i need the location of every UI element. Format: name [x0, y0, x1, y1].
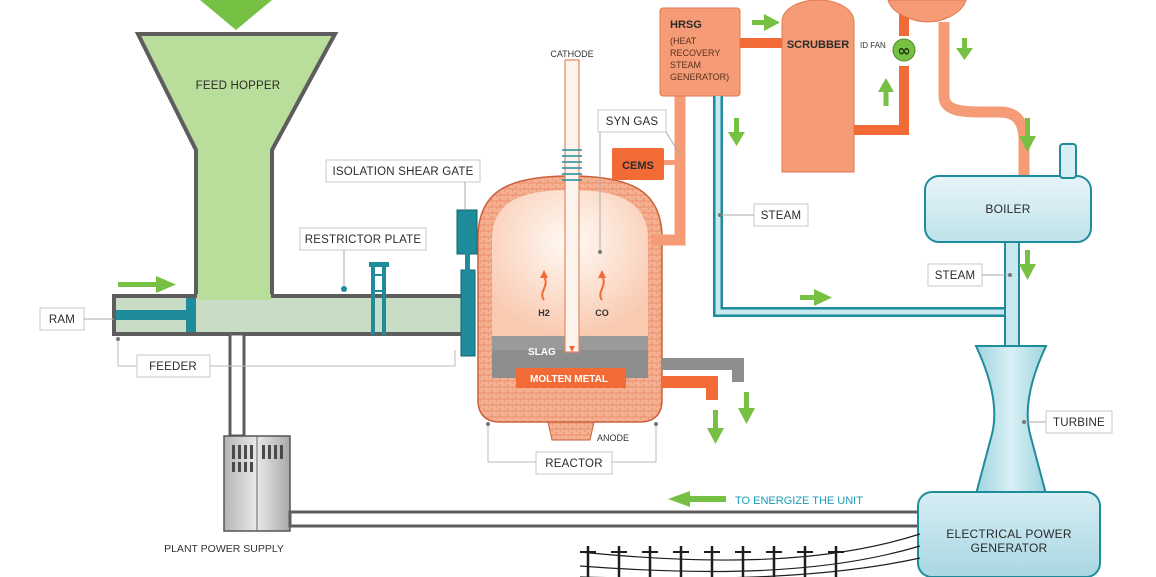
feed-hopper	[134, 32, 339, 300]
turbine-label: TURBINE	[1053, 417, 1105, 429]
transmission-lines	[579, 533, 921, 577]
scrubber-exhaust-pipe	[854, 0, 909, 135]
power-line-vertical	[228, 332, 246, 438]
boiler-down-arrow	[1019, 250, 1036, 280]
top-right-vessel	[887, 0, 967, 23]
top-green-arrow	[200, 0, 272, 30]
anode-label: ANODE	[597, 433, 629, 443]
id-fan-label: ID FAN	[860, 41, 886, 50]
syn-gas-callout	[597, 109, 681, 254]
steam-line-hrsg	[713, 96, 1012, 317]
steam-callout-1	[718, 203, 809, 227]
turbine-unit	[974, 345, 1048, 495]
hrsg-line-2: RECOVERY	[670, 48, 720, 58]
molten-metal-label: MOLTEN METAL	[530, 374, 608, 385]
id-fan-icon: ∞	[897, 41, 910, 60]
ram-inlet-arrow	[118, 276, 176, 293]
exhaust-up-arrow	[878, 78, 894, 106]
hrsg-line-1: (HEAT	[670, 36, 697, 46]
isolation-shear-gate-callout	[325, 159, 481, 210]
restrictor-plate-label: RESTRICTOR PLATE	[305, 234, 422, 246]
isolation-shear-gate	[456, 209, 478, 357]
steam-line-boiler	[1004, 241, 1020, 353]
co-rise-arrow	[598, 270, 606, 301]
scrubber-label: SCRUBBER	[787, 39, 849, 51]
cems-label: CEMS	[622, 160, 654, 172]
id-fan	[892, 38, 916, 62]
steam-callout-2	[927, 263, 1012, 287]
ram-plunger	[116, 298, 196, 332]
syngas-pipe	[652, 96, 686, 246]
ram-callout	[39, 307, 114, 331]
slag-tap-pipe	[662, 358, 744, 382]
reactor-label: REACTOR	[545, 458, 602, 470]
restrictor-plate	[369, 262, 389, 335]
hrsg-to-scrubber-pipe	[740, 38, 784, 48]
generator-label-line-2: GENERATOR	[971, 541, 1048, 555]
feeder-label: FEEDER	[149, 361, 197, 373]
ram-label: RAM	[49, 314, 75, 326]
hrsg-line-3: STEAM	[670, 60, 701, 70]
steam-label-1: STEAM	[761, 210, 802, 222]
feeder-callout	[116, 337, 456, 378]
scrubber-down-arrow	[728, 118, 745, 146]
hrsg-title: HRSG	[670, 19, 702, 31]
tap-down-arrows	[707, 392, 755, 444]
restrictor-plate-callout	[299, 227, 427, 292]
steam-label-2: STEAM	[935, 270, 976, 282]
cems-unit	[612, 148, 680, 180]
turbine-callout	[1022, 410, 1113, 434]
plant-power-supply	[223, 435, 291, 532]
hrsg-line-4: GENERATOR)	[670, 72, 729, 82]
energize-label: TO ENERGIZE THE UNIT	[735, 495, 863, 507]
vessel-down-arrows	[956, 38, 1036, 152]
scrubber-unit	[781, 0, 855, 173]
cathode-label: CATHODE	[550, 49, 593, 59]
h2-rise-arrow	[540, 270, 548, 301]
boiler-label: BOILER	[985, 202, 1030, 216]
metal-tap-pipe	[662, 376, 718, 400]
isolation-shear-gate-label: ISOLATION SHEAR GATE	[333, 166, 474, 178]
hrsg-to-scrubber-arrow	[752, 14, 780, 31]
vessel-to-boiler-pipe	[938, 22, 1030, 176]
slag-label: SLAG	[528, 347, 556, 358]
boiler-unit	[924, 143, 1092, 243]
hrsg-unit	[659, 7, 741, 97]
syn-gas-label: SYN GAS	[606, 116, 659, 128]
co-label: CO	[595, 308, 609, 318]
generator-label-line-1: ELECTRICAL POWER	[946, 527, 1072, 541]
power-line-horizontal	[288, 510, 924, 528]
h2-label: H2	[538, 308, 550, 318]
steam-flow-arrow	[800, 289, 832, 306]
energize-arrow	[668, 491, 726, 507]
feed-hopper-label: FEED HOPPER	[196, 80, 281, 92]
plant-power-supply-label: PLANT POWER SUPPLY	[164, 543, 284, 555]
cathode-electrode	[562, 59, 582, 353]
reactor-callout	[486, 422, 658, 475]
